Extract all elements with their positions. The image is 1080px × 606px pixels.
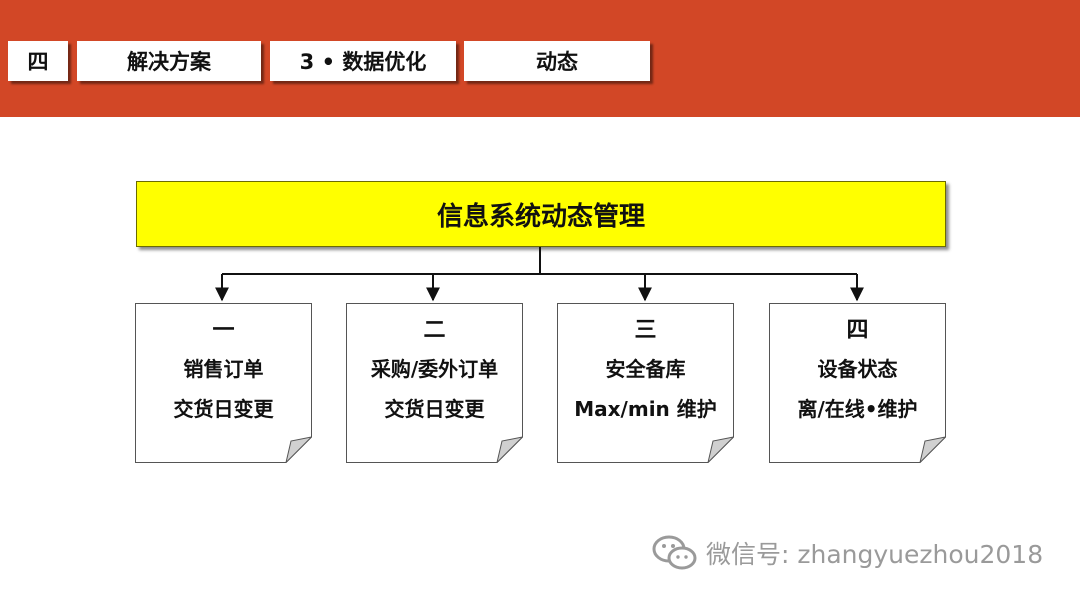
card-line2: 离/在线•维护 <box>797 397 918 421</box>
card-number: 三 <box>634 318 657 343</box>
card-line2: 交货日变更 <box>384 397 485 421</box>
tab-solution[interactable]: 解决方案 <box>77 41 261 81</box>
note-card-shape <box>557 303 734 463</box>
card-line1: 采购/委外订单 <box>370 357 499 381</box>
tab-label: 解决方案 <box>127 50 211 74</box>
tab-label: 动态 <box>536 50 578 74</box>
card-purchase-order: 二 采购/委外订单 交货日变更 <box>346 303 523 463</box>
note-card-shape <box>135 303 312 463</box>
card-safety-stock: 三 安全备库 Max/min 维护 <box>557 303 734 463</box>
tab-label: 3 • 数据优化 <box>299 50 427 74</box>
card-line2: Max/min 维护 <box>574 397 717 421</box>
card-line1: 销售订单 <box>183 357 264 381</box>
card-line1: 安全备库 <box>605 357 686 381</box>
tab-dynamic[interactable]: 动态 <box>464 41 650 81</box>
card-number: 一 <box>212 318 235 343</box>
card-sales-order: 一 销售订单 交货日变更 <box>135 303 312 463</box>
watermark: 微信号: zhangyuezhou2018 <box>652 533 1043 573</box>
tab-label: 四 <box>27 50 49 74</box>
card-equipment-status: 四 设备状态 离/在线•维护 <box>769 303 946 463</box>
watermark-text: 微信号: zhangyuezhou2018 <box>706 540 1044 569</box>
card-number: 二 <box>423 318 446 343</box>
tab-data-optimization[interactable]: 3 • 数据优化 <box>270 41 456 81</box>
note-card-shape <box>769 303 946 463</box>
note-card-shape <box>346 303 523 463</box>
tab-section-number[interactable]: 四 <box>8 41 68 81</box>
diagram-title-box: 信息系统动态管理 <box>136 181 946 247</box>
card-line1: 设备状态 <box>817 357 898 381</box>
card-line2: 交货日变更 <box>173 397 274 421</box>
card-number: 四 <box>846 318 869 343</box>
diagram-title: 信息系统动态管理 <box>436 201 645 232</box>
header-bar: 四 解决方案 3 • 数据优化 动态 <box>0 0 1080 117</box>
wechat-icon <box>652 535 697 570</box>
